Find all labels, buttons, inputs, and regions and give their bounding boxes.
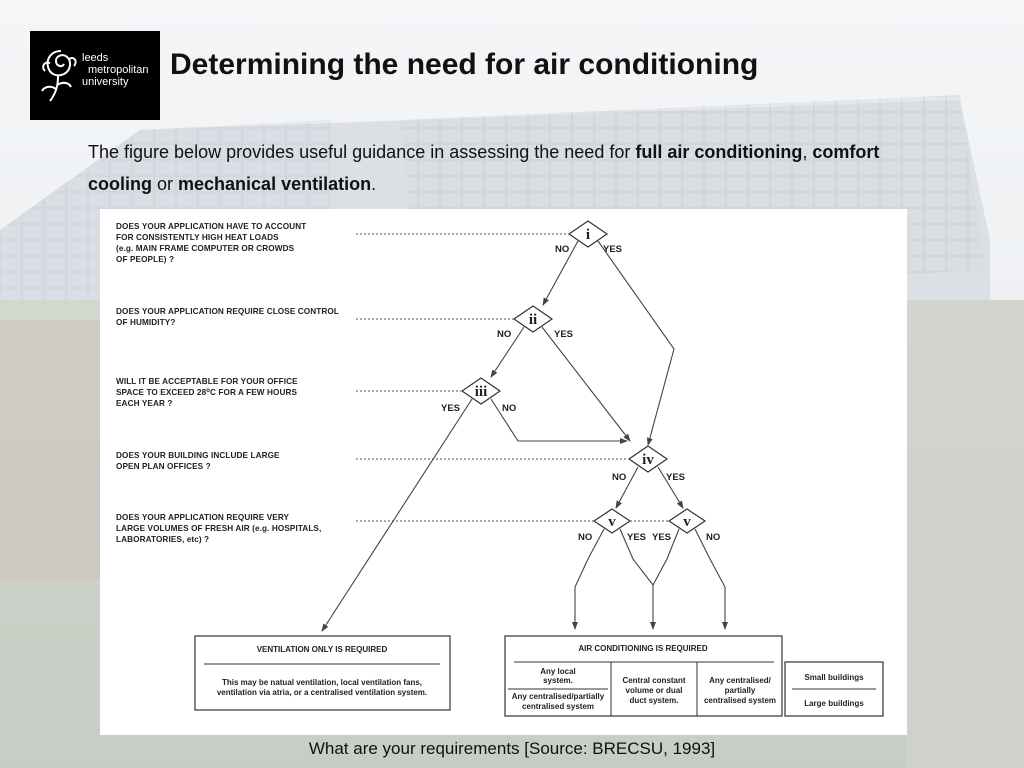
ac-col3-1: Any centralised/ [709,676,772,685]
ac-col2-1: Central constant [622,676,685,685]
node-v-right-no: NO [706,532,720,543]
ac-col1-bottom-1: Any centralised/partially [512,692,605,701]
decision-node-ii: ii [512,305,554,333]
logo-line-1: leeds [82,52,109,64]
flowchart-svg: DOES YOUR APPLICATION HAVE TO ACCOUNT FO… [116,220,884,717]
question-1: DOES YOUR APPLICATION HAVE TO ACCOUNT FO… [116,222,306,264]
university-logo: leeds metropolitan university [30,31,160,120]
decision-node-v-right: v [667,508,707,534]
node-iv-label: iv [642,452,654,468]
decision-node-i: i [567,220,609,248]
ac-col1-top-2: system. [543,676,573,685]
page-title: Determining the need for air conditionin… [170,48,759,81]
q2-line-1: DOES YOUR APPLICATION REQUIRE CLOSE CONT… [116,307,339,316]
node-v-right-label: v [683,514,691,530]
q3-line-3: EACH YEAR ? [116,399,172,408]
decision-node-iii: iii [460,377,502,405]
intro-bold-comfort-cooling: comfort cooling [88,142,880,194]
ac-heading: AIR CONDITIONING IS REQUIRED [578,644,708,653]
ventilation-body-2: ventilation via atria, or a centralised … [217,688,427,697]
question-3: WILL IT BE ACCEPTABLE FOR YOUR OFFICE SP… [116,377,298,408]
node-ii-yes: YES [554,329,573,340]
air-conditioning-box: AIR CONDITIONING IS REQUIRED Any local s… [504,635,783,717]
ventilation-heading: VENTILATION ONLY IS REQUIRED [257,645,388,654]
q1-line-1: DOES YOUR APPLICATION HAVE TO ACCOUNT [116,222,306,231]
question-5: DOES YOUR APPLICATION REQUIRE VERY LARGE… [116,513,321,544]
node-iv-yes: YES [666,472,685,483]
ac-col2-2: volume or dual [626,686,683,695]
node-v-left-yes: YES [627,532,646,543]
q5-line-1: DOES YOUR APPLICATION REQUIRE VERY [116,513,290,522]
node-ii-no: NO [497,329,511,340]
intro-paragraph: The figure below provides useful guidanc… [88,136,888,200]
flow-lines [321,240,728,632]
node-i-label: i [586,227,590,243]
intro-bold-mech-vent: mechanical ventilation [178,174,372,194]
node-iv-no: NO [612,472,626,483]
q4-line-2: OPEN PLAN OFFICES ? [116,462,211,471]
intro-bold-full-ac: full air conditioning [635,142,803,162]
node-iii-yes: YES [441,403,460,414]
q4-line-1: DOES YOUR BUILDING INCLUDE LARGE [116,451,280,460]
building-size-box: Small buildings Large buildings [784,661,884,717]
q1-line-3: (e.g. MAIN FRAME COMPUTER OR CROWDS [116,244,295,253]
node-ii-label: ii [529,312,537,328]
node-i-no: NO [555,244,569,255]
intro-sep-2: or [152,174,179,194]
node-v-left-label: v [608,514,616,530]
ventilation-only-box: VENTILATION ONLY IS REQUIRED This may be… [194,635,451,711]
node-iii-label: iii [475,384,488,400]
ventilation-body-1: This may be natual ventilation, local ve… [222,678,422,687]
q3-line-2-start: SPACE TO EXCEED 28 [116,388,207,397]
q5-line-2: LARGE VOLUMES OF FRESH AIR (e.g. HOSPITA… [116,524,321,533]
node-i-yes: YES [603,244,622,255]
q3-line-2: SPACE TO EXCEED 28oC FOR A FEW HOURS [116,388,297,397]
q3-superscript: o [206,388,210,394]
question-2: DOES YOUR APPLICATION REQUIRE CLOSE CONT… [116,307,339,327]
logo-text: leeds metropolitan university [82,52,149,88]
intro-end: . [371,174,377,194]
q5-line-3: LABORATORIES, etc) ? [116,535,209,544]
node-v-right-yes: YES [652,532,671,543]
q3-line-1: WILL IT BE ACCEPTABLE FOR YOUR OFFICE [116,377,298,386]
flowchart-figure: DOES YOUR APPLICATION HAVE TO ACCOUNT FO… [100,209,907,735]
q1-line-2: FOR CONSISTENTLY HIGH HEAT LOADS [116,233,279,242]
ac-col1-bottom-2: centralised system [522,702,594,711]
ac-col3-3: centralised system [704,696,776,705]
q1-line-4: OF PEOPLE) ? [116,255,174,264]
node-v-left-no: NO [578,532,592,543]
decision-node-iv: iv [627,445,669,473]
ac-col3-2: partially [725,686,756,695]
question-4: DOES YOUR BUILDING INCLUDE LARGE OPEN PL… [116,451,280,471]
rose-icon [41,50,77,102]
q3-line-2-end: C FOR A FEW HOURS [210,388,297,397]
ac-col2-3: duct system. [630,696,679,705]
intro-text: The figure below provides useful guidanc… [88,142,636,162]
large-buildings: Large buildings [804,699,864,708]
logo-line-3: university [82,76,129,88]
decision-node-v-left: v [592,508,632,534]
q2-line-2: OF HUMIDITY? [116,318,175,327]
logo-line-2: metropolitan [88,64,149,76]
small-buildings: Small buildings [804,673,864,682]
node-iii-no: NO [502,403,516,414]
figure-caption: What are your requirements [Source: BREC… [308,739,716,758]
intro-sep-1: , [802,142,813,162]
ac-col1-top-1: Any local [540,667,576,676]
